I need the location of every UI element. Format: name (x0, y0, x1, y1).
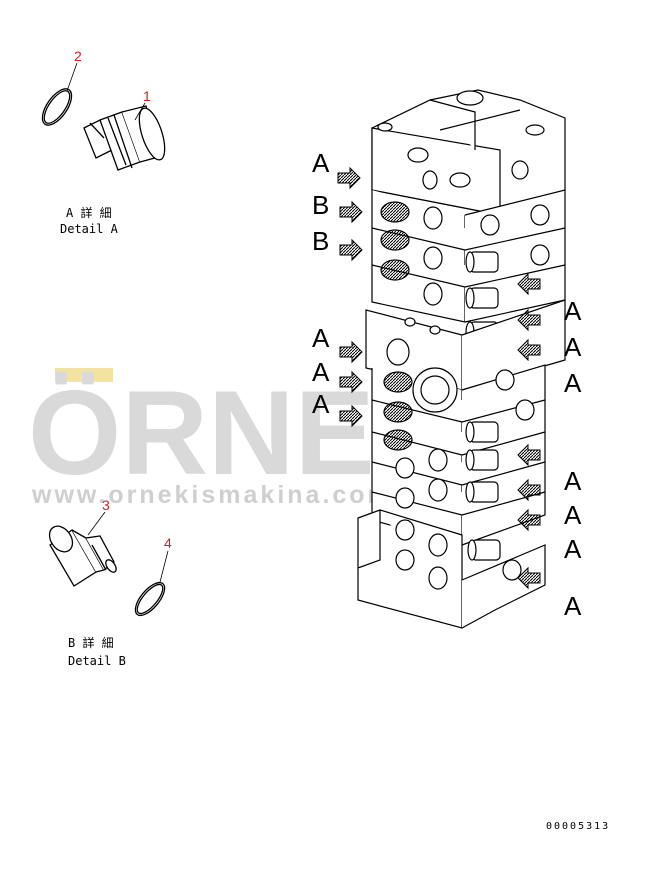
right-letter-5: A (564, 500, 582, 530)
left-letter-labels: A B B A A A (312, 148, 330, 419)
left-letter-2: B (312, 190, 329, 220)
drawing-code: 00005313 (546, 821, 610, 832)
detail-a-en-label: Detail A (60, 222, 119, 236)
callout-4: 4 (164, 535, 172, 551)
watermark-url: www.ornekismakina.com.tr (31, 481, 427, 509)
callout-3: 3 (102, 497, 110, 513)
left-letter-1: A (312, 148, 330, 178)
right-letter-2: A (564, 332, 582, 362)
arrow-left-2 (339, 201, 363, 223)
left-letter-3: B (312, 226, 329, 256)
left-letter-4: A (312, 323, 330, 353)
detail-a-jp-label: A 詳 細 (66, 205, 112, 220)
left-letter-6: A (312, 389, 330, 419)
right-letter-4: A (564, 466, 582, 496)
right-letter-3: A (564, 368, 582, 398)
part-2-o-ring (41, 88, 73, 126)
left-letter-5: A (312, 357, 330, 387)
detail-b-jp-label: B 詳 細 (68, 635, 114, 650)
right-letter-6: A (564, 534, 582, 564)
detail-b-en-label: Detail B (68, 654, 126, 668)
watermark-accent (55, 368, 113, 382)
control-valve-assembly (357, 89, 566, 629)
leader-2 (66, 62, 78, 92)
part-4-o-ring (134, 581, 166, 617)
leader-4 (159, 550, 169, 583)
right-letter-labels: A A A A A A A (564, 296, 582, 621)
part-3-plug (48, 525, 117, 587)
leader-1 (134, 102, 146, 121)
leader-3 (87, 511, 106, 536)
arrow-left-3 (339, 239, 363, 261)
part-1-plug (83, 105, 166, 171)
arrow-left-1 (337, 167, 361, 189)
callout-2: 2 (74, 48, 82, 64)
arrow-left-4 (339, 341, 363, 363)
callout-1: 1 (143, 88, 151, 104)
right-letter-1: A (564, 296, 582, 326)
right-letter-7: A (564, 591, 582, 621)
